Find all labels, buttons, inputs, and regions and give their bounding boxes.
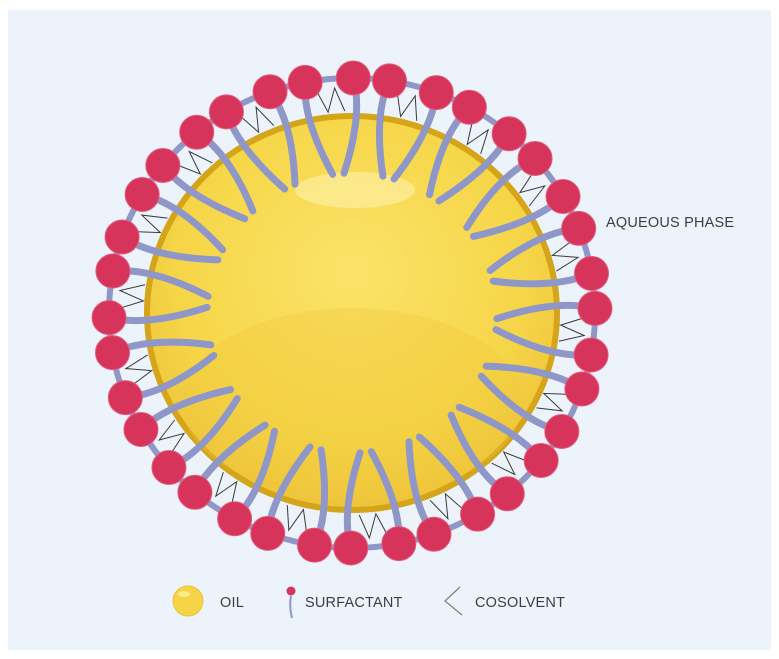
cosolvent-molecule	[286, 505, 308, 535]
surfactant-head	[177, 474, 213, 510]
surfactant-head	[179, 114, 215, 150]
surfactant-head	[489, 476, 525, 512]
oil-core	[144, 113, 560, 513]
surfactant-head	[151, 450, 187, 486]
surfactant-head	[296, 527, 332, 563]
surfactant-head	[523, 443, 559, 479]
cosolvent-molecule	[550, 239, 580, 272]
surfactant-head	[104, 219, 140, 255]
legend-oil-icon	[172, 585, 204, 617]
surfactant-head	[335, 60, 371, 96]
cosolvent-molecule	[396, 91, 418, 121]
surfactant-head	[460, 496, 496, 532]
cosolvent-molecule	[214, 472, 238, 507]
oil-highlight	[295, 172, 415, 208]
surfactant-head	[123, 411, 159, 447]
surfactant-head	[208, 94, 244, 130]
oil-droplet	[144, 113, 560, 513]
legend-cosolvent-icon	[444, 586, 463, 616]
surfactant-head	[252, 74, 288, 110]
cosolvent-molecule	[134, 214, 168, 234]
surfactant-head	[95, 253, 131, 289]
surfactant-head	[544, 414, 580, 450]
surfactant-head	[94, 335, 130, 371]
legend-oil-label: OIL	[220, 595, 244, 611]
cosolvent-molecule	[536, 392, 570, 412]
cosolvent-molecule	[558, 317, 586, 342]
surfactant-head	[577, 290, 613, 326]
surfactant-head	[491, 116, 527, 152]
cosolvent-molecule	[429, 492, 465, 521]
surfactant-head	[372, 63, 408, 99]
legend-surfactant-label: SURFACTANT	[305, 595, 403, 611]
cosolvent-molecules	[118, 86, 586, 540]
surfactant-head	[287, 64, 323, 100]
cosolvent-molecule	[239, 105, 275, 134]
surfactant-head	[564, 371, 600, 407]
surfactant-head	[574, 255, 610, 291]
aqueous-phase-label: AQUEOUS PHASE	[606, 215, 735, 231]
surfactant-head	[107, 380, 143, 416]
cosolvent-molecule	[124, 354, 154, 387]
surfactant-head	[573, 337, 609, 373]
surfactant-head	[217, 501, 253, 537]
cosolvent-molecule	[491, 451, 528, 476]
cosolvent-molecule	[176, 150, 213, 175]
cosolvent-molecule	[466, 119, 490, 154]
legend-surfactant-icon	[286, 586, 296, 619]
cosolvent-molecule	[358, 512, 389, 540]
surfactant-heads	[91, 60, 613, 566]
cosolvent-molecule	[157, 419, 186, 455]
cosolvent-molecule	[315, 86, 346, 114]
surfactant-head	[561, 210, 597, 246]
surfactant-head	[416, 516, 452, 552]
surfactant-head	[517, 140, 553, 176]
surfactant-head	[91, 300, 127, 336]
surfactant-head	[145, 147, 181, 183]
legend-cosolvent-label: COSOLVENT	[475, 595, 566, 611]
surfactant-head	[250, 515, 286, 551]
surfactant-head	[418, 75, 454, 111]
surfactant-head	[545, 179, 581, 215]
cosolvent-molecule	[518, 171, 547, 207]
surfactant-head	[333, 530, 369, 566]
surfactant-head	[124, 176, 160, 212]
surfactant-head	[381, 526, 417, 562]
surfactant-head	[451, 89, 487, 125]
cosolvent-molecule	[118, 284, 146, 309]
